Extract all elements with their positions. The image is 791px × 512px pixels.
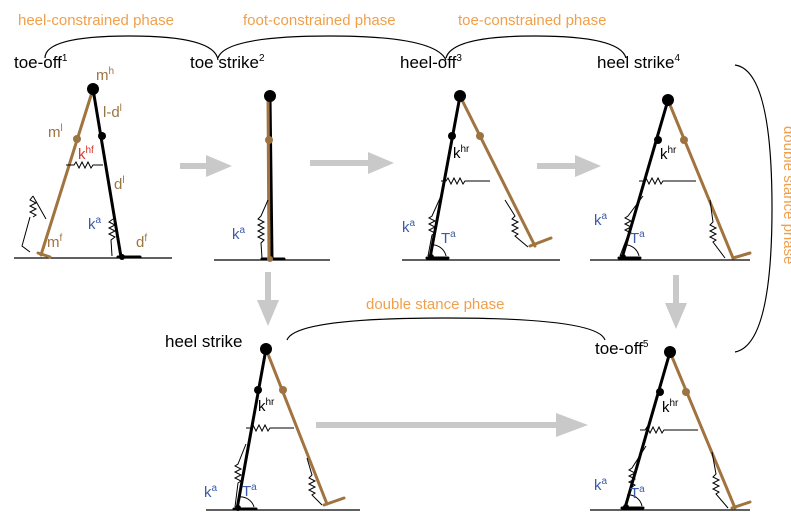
brace-foot-constrained: [217, 35, 447, 61]
symbol-k-a-fig5: ka: [204, 483, 218, 501]
event-label-heel-strike-4: heel strike4: [597, 53, 680, 72]
phase-label-toe-constrained: toe-constrained phase: [458, 12, 606, 29]
symbol-m-h: mh: [96, 66, 114, 84]
symbol-k-a-fig2: ka: [232, 225, 246, 243]
symbol-k-hr-fig5: khr: [258, 397, 275, 415]
symbol-l-d-l: l-dl: [103, 103, 122, 121]
arrow-right-3: [537, 155, 601, 177]
arrow-down-left: [257, 272, 279, 326]
arrow-down-right: [665, 275, 687, 329]
symbol-m-f: mf: [47, 233, 63, 251]
arrow-right-2: [310, 152, 394, 174]
symbol-k-a-fig4: ka: [594, 211, 608, 229]
symbol-T-a-fig5: Ta: [242, 482, 257, 500]
symbol-m-l: ml: [48, 123, 63, 141]
symbol-k-hr-fig4: khr: [660, 145, 677, 163]
brace-double-stance-side: [734, 64, 773, 353]
pose-heel-strike-bottom: khr ka Ta: [204, 343, 360, 511]
pose-heel-strike-4: khr ka Ta: [590, 94, 752, 261]
symbol-k-a-fig6: ka: [594, 476, 608, 494]
symbol-k-a-fig1: ka: [88, 215, 102, 233]
symbol-k-hr-fig3: khr: [453, 144, 470, 162]
symbol-d-f: df: [136, 233, 147, 251]
arrow-right-bottom: [316, 413, 588, 437]
pose-toe-strike: ka: [214, 90, 330, 262]
brace-heel-constrained: [44, 35, 219, 61]
symbol-T-a-fig4: Ta: [630, 229, 645, 247]
event-label-heel-off-3: heel-off3: [400, 53, 462, 72]
event-label-heel-strike: heel strike: [165, 332, 242, 351]
phase-label-double-stance-bottom: double stance phase: [366, 296, 504, 313]
phase-label-heel-constrained: heel-constrained phase: [18, 12, 174, 29]
phase-label-foot-constrained: foot-constrained phase: [243, 12, 396, 29]
event-label-toe-strike-2: toe strike2: [190, 53, 265, 72]
symbol-k-hr-fig6: khr: [662, 398, 679, 416]
pose-toe-off-5: khr ka Ta: [590, 346, 752, 511]
arrow-right-1: [180, 155, 232, 177]
phase-label-double-stance-side: double stance phase: [780, 126, 791, 264]
symbol-T-a-fig6: Ta: [630, 484, 645, 502]
symbol-d-l: dl: [114, 175, 125, 193]
brace-toe-constrained: [445, 35, 627, 59]
event-label-toe-off-1: toe-off1: [14, 53, 68, 72]
event-label-toe-off-5: toe-off5: [595, 339, 649, 358]
pose-heel-off: khr ka Ta: [402, 90, 560, 261]
symbol-T-a-fig3: Ta: [441, 229, 456, 247]
symbol-k-a-fig3: ka: [402, 218, 416, 236]
pose-toe-off: mh ml l-dl khf dl ka mf df: [14, 66, 172, 260]
brace-double-stance-bottom: [286, 317, 606, 341]
symbol-k-hf: khf: [78, 145, 94, 163]
